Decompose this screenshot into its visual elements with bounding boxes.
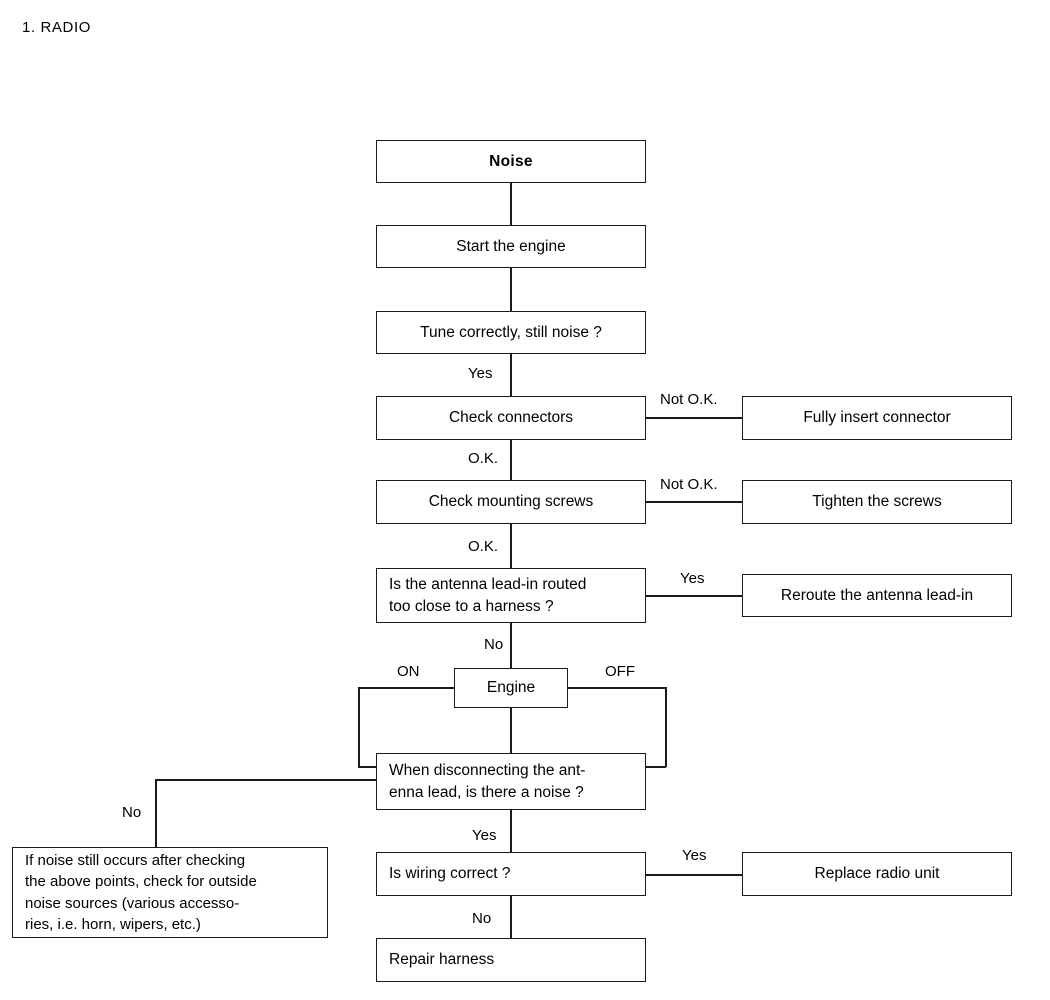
- node-outside-noise-note[interactable]: If noise still occurs after checking the…: [12, 847, 328, 938]
- node-tighten-the-screws-label: Tighten the screws: [812, 493, 942, 510]
- node-is-wiring-correct-label: Is wiring correct ?: [389, 865, 511, 882]
- node-reroute-antenna-lead-in[interactable]: Reroute the antenna lead-in: [742, 574, 1012, 617]
- edge-label-yes-disconnect: Yes: [470, 827, 499, 844]
- node-disconnect-antenna-question[interactable]: When disconnecting the ant- enna lead, i…: [376, 753, 646, 810]
- node-check-mounting-screws-label: Check mounting screws: [428, 493, 594, 510]
- line-antenna-to-reroute: [646, 595, 742, 597]
- node-noise[interactable]: Noise: [376, 140, 646, 183]
- node-repair-harness[interactable]: Repair harness: [376, 938, 646, 982]
- edge-label-engine-on: ON: [395, 663, 422, 680]
- node-replace-radio-unit-label: Replace radio unit: [814, 865, 940, 882]
- line-connectors-to-insert: [646, 417, 742, 419]
- edge-label-not-ok-connectors: Not O.K.: [658, 391, 720, 408]
- line-start-to-tune: [510, 268, 512, 311]
- line-engine-on-horizontal: [358, 687, 454, 689]
- edge-label-no-wiring: No: [470, 910, 494, 927]
- node-tune-correctly-label: Tune correctly, still noise ?: [420, 323, 602, 341]
- line-antenna-to-engine: [510, 623, 512, 668]
- node-tighten-the-screws[interactable]: Tighten the screws: [742, 480, 1012, 524]
- edge-label-ok-connectors: O.K.: [466, 450, 501, 467]
- node-antenna-lead-in-question[interactable]: Is the antenna lead-in routed too close …: [376, 568, 646, 623]
- node-check-connectors[interactable]: Check connectors: [376, 396, 646, 440]
- node-check-connectors-label: Check connectors: [448, 409, 574, 426]
- node-engine-label: Engine: [486, 679, 536, 696]
- line-engine-off-vertical: [665, 687, 667, 767]
- line-screws-to-tighten: [646, 501, 742, 503]
- line-disconnect-to-wiring: [510, 810, 512, 852]
- line-connectors-to-screws: [510, 440, 512, 480]
- line-engine-off-into-box: [645, 766, 666, 768]
- line-noise-to-start: [510, 183, 512, 225]
- node-antenna-lead-in-question-label: Is the antenna lead-in routed too close …: [389, 575, 587, 615]
- node-start-engine-label: Start the engine: [456, 237, 566, 255]
- edge-label-ok-screws: O.K.: [466, 538, 501, 555]
- edge-label-no-disconnect: No: [120, 804, 144, 821]
- edge-label-yes-wiring: Yes: [680, 847, 709, 864]
- line-tune-to-connectors: [510, 354, 512, 396]
- edge-label-not-ok-screws: Not O.K.: [658, 476, 720, 493]
- line-wiring-to-repair: [510, 896, 512, 938]
- edge-label-yes-tune: Yes: [466, 365, 495, 382]
- node-fully-insert-connector[interactable]: Fully insert connector: [742, 396, 1012, 440]
- line-no-to-note-vertical: [155, 779, 157, 848]
- edge-label-yes-antenna: Yes: [678, 570, 707, 587]
- node-repair-harness-label: Repair harness: [389, 951, 495, 968]
- node-engine[interactable]: Engine: [454, 668, 568, 708]
- page-title: 1. RADIO: [22, 19, 91, 36]
- node-noise-label: Noise: [489, 152, 533, 170]
- node-outside-noise-note-label: If noise still occurs after checking the…: [25, 851, 257, 933]
- node-start-engine[interactable]: Start the engine: [376, 225, 646, 268]
- line-no-to-note-horizontal: [155, 779, 377, 781]
- line-engine-to-disconnect: [510, 708, 512, 753]
- node-reroute-antenna-lead-in-label: Reroute the antenna lead-in: [780, 586, 974, 604]
- node-is-wiring-correct[interactable]: Is wiring correct ?: [376, 852, 646, 896]
- node-fully-insert-connector-label: Fully insert connector: [803, 409, 951, 426]
- edge-label-no-antenna: No: [482, 636, 506, 653]
- line-engine-on-vertical: [358, 687, 360, 767]
- node-check-mounting-screws[interactable]: Check mounting screws: [376, 480, 646, 524]
- node-replace-radio-unit[interactable]: Replace radio unit: [742, 852, 1012, 896]
- line-wiring-to-replace: [646, 874, 742, 876]
- line-screws-to-antenna: [510, 524, 512, 568]
- line-engine-off-horizontal: [568, 687, 666, 689]
- line-engine-on-into-box: [358, 766, 378, 768]
- node-disconnect-antenna-question-label: When disconnecting the ant- enna lead, i…: [389, 761, 586, 801]
- node-tune-correctly[interactable]: Tune correctly, still noise ?: [376, 311, 646, 354]
- edge-label-engine-off: OFF: [603, 663, 637, 680]
